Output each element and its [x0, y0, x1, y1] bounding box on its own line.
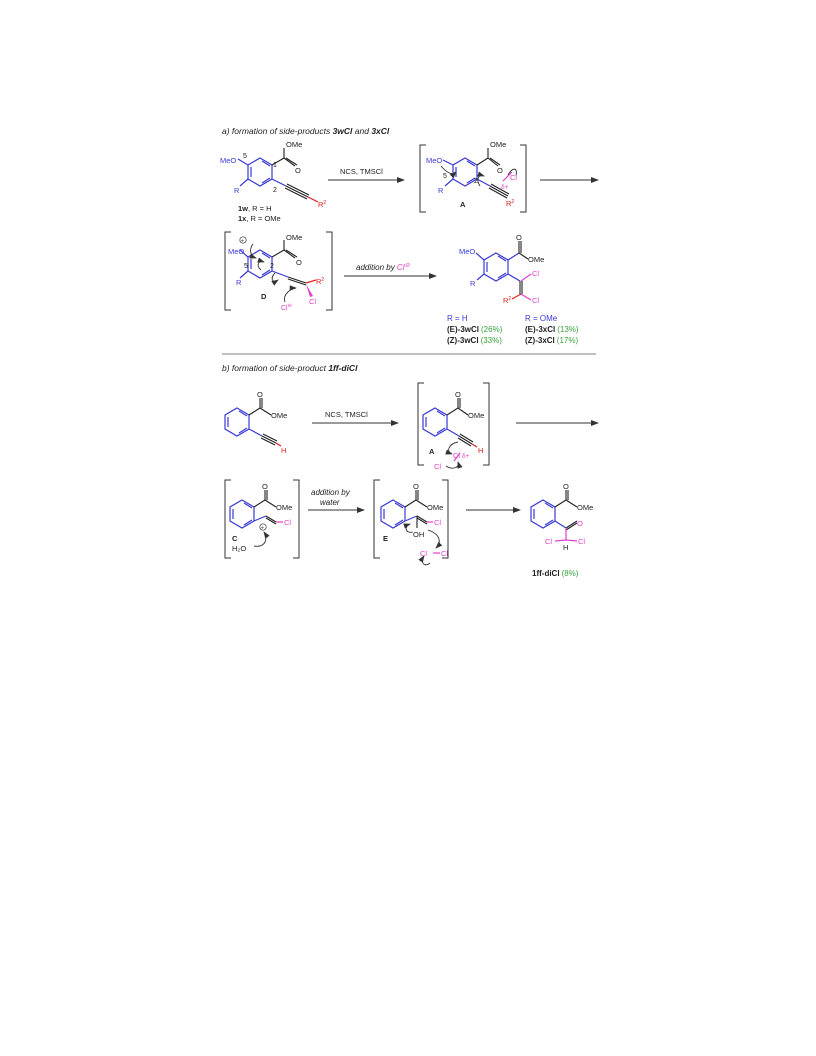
addition-by-water-line2: water	[320, 498, 340, 507]
e-cl2: Cl	[420, 549, 427, 558]
yields-col2-head: R = OMe	[525, 314, 558, 323]
b-a-o: O	[455, 390, 461, 399]
sm-pos5: 5	[243, 153, 247, 160]
e-label: E	[383, 534, 388, 543]
b-a-label: A	[429, 447, 435, 456]
svg-text:+: +	[261, 525, 264, 531]
product-ester-ome: OMe	[528, 255, 544, 264]
yield-z-3wcl: (Z)-3wCl(33%)	[447, 336, 502, 345]
product-cl1: Cl	[532, 269, 539, 278]
p-ome: OMe	[577, 503, 593, 512]
sm-r2: R2	[318, 200, 326, 209]
d-ester-ome: OMe	[286, 233, 302, 242]
p-name: 1ff-diCl(8%)	[532, 569, 579, 578]
sm-pos1: 1	[273, 162, 277, 169]
a-label: A	[460, 200, 466, 209]
sm-ester-ome: OMe	[286, 140, 302, 149]
yield-e-3wcl: (E)-3wCl(26%)	[447, 325, 503, 334]
sm-methoxy: MeO	[220, 156, 236, 165]
starting-material-1w-1x: MeO 5 1 2 OMe O R R2 1w, R = H 1x, R = O…	[220, 140, 326, 223]
a-delta: δ+	[501, 184, 509, 191]
a-ester-o: O	[497, 166, 503, 175]
a-cl: Cl	[510, 173, 517, 182]
sm-label-1x: 1x, R = OMe	[238, 214, 281, 223]
c-o: O	[262, 482, 268, 491]
b-sm-ome: OMe	[271, 411, 287, 420]
part-b-title: b) formation of side-product 1ff-diCl	[222, 363, 358, 373]
product-cl2: Cl	[532, 296, 539, 305]
d-ester-o: O	[296, 258, 302, 267]
a-ester-ome: OMe	[490, 140, 506, 149]
e-cl3: Cl	[441, 549, 448, 558]
a-r2: R2	[506, 199, 514, 208]
starting-material-1ff: O OMe H	[224, 390, 287, 455]
c-water: H₂O	[232, 544, 246, 553]
d-cl: Cl	[309, 297, 316, 306]
c-cl: Cl	[284, 518, 291, 527]
b-a-delta: δ+	[462, 453, 470, 460]
product-3wcl-3xcl: MeO O OMe R R2 Cl Cl	[459, 233, 544, 305]
product-methoxy: MeO	[459, 247, 475, 256]
p-cl1: Cl	[545, 537, 552, 546]
d-cl-minus: Cl⊖	[281, 303, 292, 312]
c-label: C	[232, 534, 238, 543]
sm-ester-o: O	[295, 166, 301, 175]
d-label: D	[261, 292, 267, 301]
yield-e-3xcl: (E)-3xCl(13%)	[525, 325, 579, 334]
yields-table: R = H R = OMe (E)-3wCl(26%) (Z)-3wCl(33%…	[447, 314, 579, 345]
sm-label-1w: 1w, R = H	[238, 204, 272, 213]
p-o1: O	[563, 482, 569, 491]
reagent-a: NCS, TMSCl	[340, 167, 383, 176]
e-o: O	[413, 482, 419, 491]
a-r: R	[438, 186, 444, 195]
p-o2: O	[577, 519, 583, 528]
sm-r: R	[234, 186, 240, 195]
b-a-h: H	[478, 446, 483, 455]
b-sm-h: H	[281, 446, 286, 455]
p-cl2: Cl	[578, 537, 585, 546]
b-a-cl: Cl	[453, 451, 460, 460]
addition-by-chloride: addition by Cl⊖	[356, 263, 410, 272]
intermediate-a-part-b: O OMe H Cl δ+ Cl A	[417, 382, 490, 471]
part-a-title: a) formation of side-products 3wCl and 3…	[222, 126, 390, 136]
e-cl: Cl	[434, 518, 441, 527]
yield-z-3xcl: (Z)-3xCl(17%)	[525, 336, 578, 345]
intermediate-d: + MeO 5 2 OMe O R R2 Cl Cl⊖ D	[224, 231, 333, 312]
intermediate-c: + O OMe Cl H₂O C	[224, 479, 300, 559]
product-1ff-dicl: O OMe O Cl Cl H 1ff-diCl(8%)	[530, 482, 593, 578]
d-methoxy: MeO	[228, 247, 244, 256]
e-oh: OH	[413, 530, 424, 539]
product-r: R	[470, 279, 476, 288]
d-r: R	[236, 278, 242, 287]
d-r2: R2	[316, 277, 324, 286]
yields-col1-head: R = H	[447, 314, 468, 323]
d-pos2: 2	[270, 263, 274, 270]
svg-text:+: +	[241, 238, 244, 244]
b-a-ome: OMe	[468, 411, 484, 420]
product-r2: R2	[503, 296, 511, 305]
sm-pos2: 2	[273, 187, 277, 194]
e-ome: OMe	[427, 503, 443, 512]
a-pos5: 5	[443, 173, 447, 180]
reagent-b: NCS, TMSCl	[325, 410, 368, 419]
a-methoxy: MeO	[426, 156, 442, 165]
c-ome: OMe	[276, 503, 292, 512]
d-pos5: 5	[244, 263, 248, 270]
b-a-cl2: Cl	[434, 462, 441, 471]
b-sm-o: O	[257, 390, 263, 399]
intermediate-e: O OMe OH Cl Cl Cl E	[373, 479, 449, 566]
p-h: H	[563, 543, 568, 552]
intermediate-a-part-a: MeO 5 2 OMe O R R2 Cl δ+ A	[419, 140, 527, 213]
a-pos2: 2	[474, 178, 478, 185]
addition-by-water-line1: addition by	[311, 488, 351, 497]
product-ester-o: O	[516, 233, 522, 242]
